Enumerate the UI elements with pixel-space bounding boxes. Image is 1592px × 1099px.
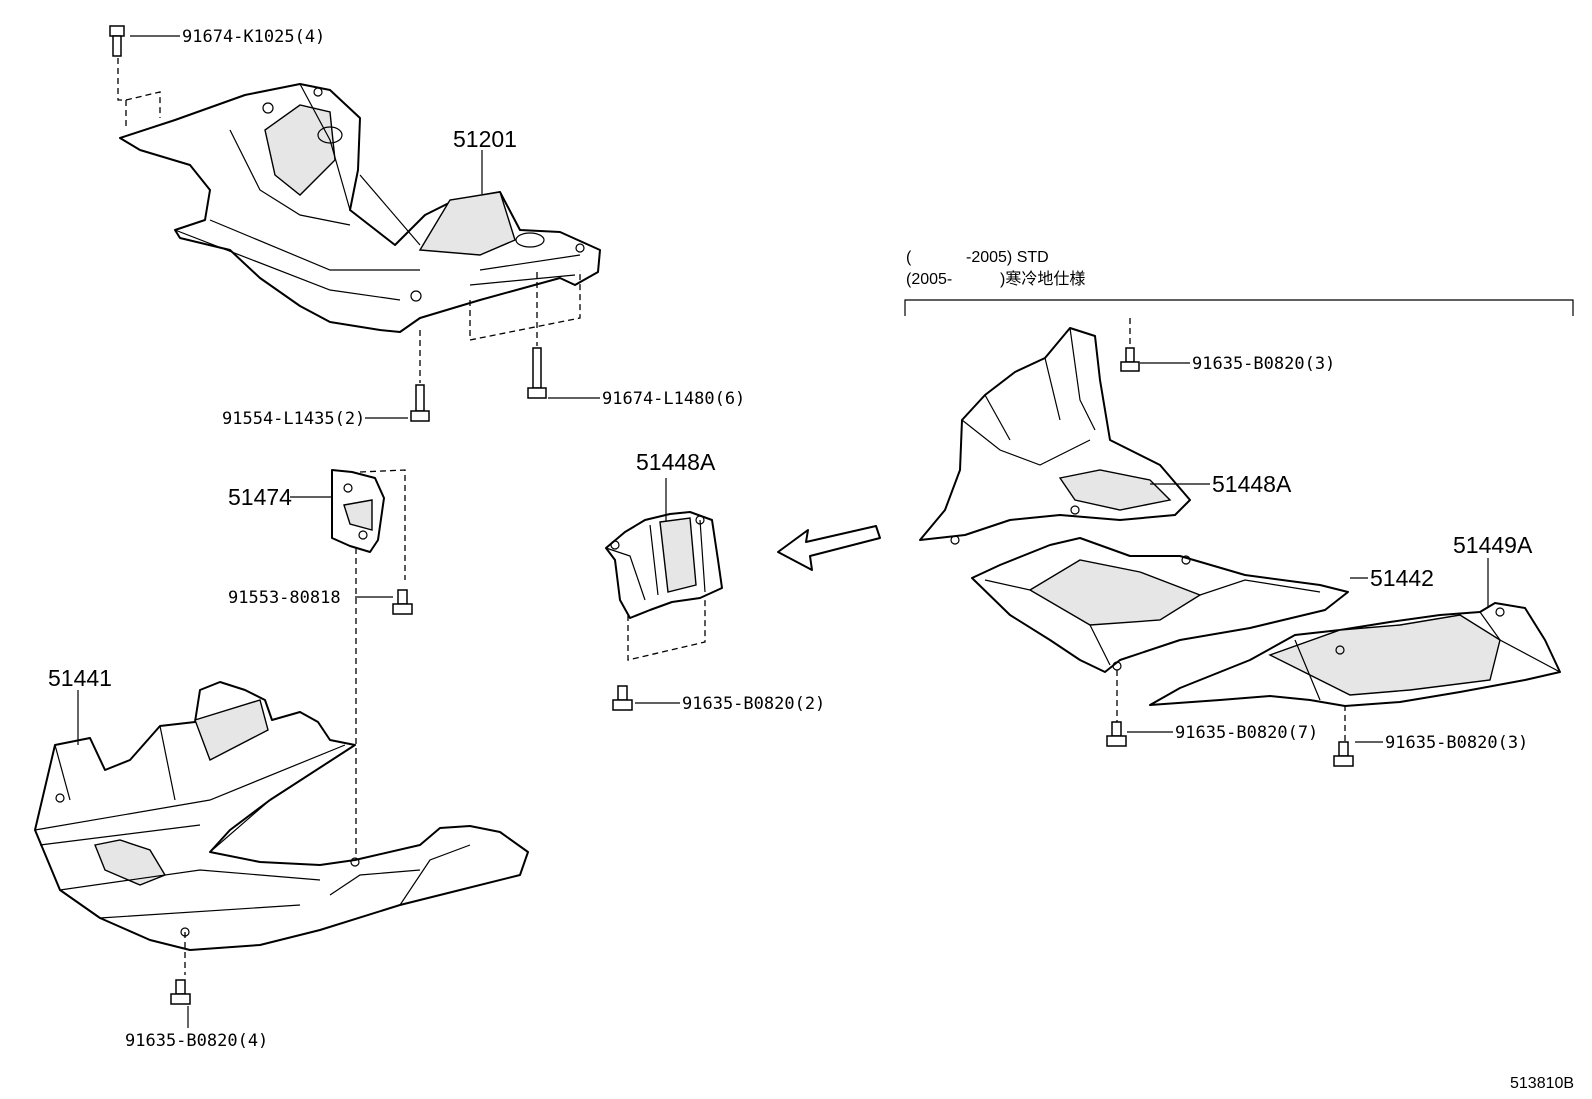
under-cover-51441[interactable] xyxy=(34,681,529,951)
bolt-icon xyxy=(1106,721,1127,747)
bolt-icon xyxy=(1333,741,1354,767)
fastener-label: 91674-K1025(4) xyxy=(182,27,325,47)
fastener-label: 91553-80818 xyxy=(228,588,341,608)
part-number-label: 51449A xyxy=(1453,532,1533,558)
part-number-label: 51201 xyxy=(453,126,517,152)
part-number-label: 51448A xyxy=(1212,471,1292,497)
fastener-label: 91674-L1480(6) xyxy=(602,389,745,409)
part-number-label: 51448A xyxy=(636,449,716,475)
bolt-icon xyxy=(527,347,547,399)
bracket-51474[interactable] xyxy=(331,469,385,553)
cover-51448a-right[interactable] xyxy=(919,327,1191,545)
bolt-icon xyxy=(392,589,413,615)
fastener-label: 91635-B0820(3) xyxy=(1192,354,1335,374)
crossmember-51201[interactable] xyxy=(119,83,601,333)
part-number-label: 51442 xyxy=(1370,565,1434,591)
fastener-label: 91554-L1435(2) xyxy=(222,409,365,429)
bolt-icon xyxy=(170,979,191,1005)
variant-note-std: -2005) STD xyxy=(966,249,1049,266)
cover-51442[interactable] xyxy=(971,537,1349,673)
part-number-label: 51441 xyxy=(48,665,112,691)
fastening-path xyxy=(359,469,406,580)
variant-note-open: ( xyxy=(906,249,912,266)
bolt-icon xyxy=(612,685,633,711)
fastener-label: 91635-B0820(3) xyxy=(1385,733,1528,753)
part-number-label: 51474 xyxy=(228,484,292,510)
direction-arrow-icon xyxy=(777,525,881,571)
diagram-code: 513810B xyxy=(1510,1075,1574,1092)
fastening-path xyxy=(419,270,581,383)
variant-note-open: (2005- xyxy=(906,271,952,288)
fastening-path xyxy=(627,598,706,661)
fastening-path xyxy=(117,58,161,130)
bolt-icon xyxy=(1120,347,1140,372)
variant-bracket xyxy=(904,299,1574,316)
fastener-label: 91635-B0820(7) xyxy=(1175,723,1318,743)
fastener-label: 91635-B0820(4) xyxy=(125,1031,268,1051)
cover-51449a[interactable] xyxy=(1149,602,1561,707)
cover-51448a-center[interactable] xyxy=(605,511,723,619)
bolt-icon xyxy=(410,384,430,422)
bolt-icon xyxy=(109,25,125,57)
fastener-label: 91635-B0820(2) xyxy=(682,694,825,714)
leader-lines xyxy=(77,35,1489,1028)
variant-note-cold: )寒冷地仕様 xyxy=(1000,269,1085,288)
